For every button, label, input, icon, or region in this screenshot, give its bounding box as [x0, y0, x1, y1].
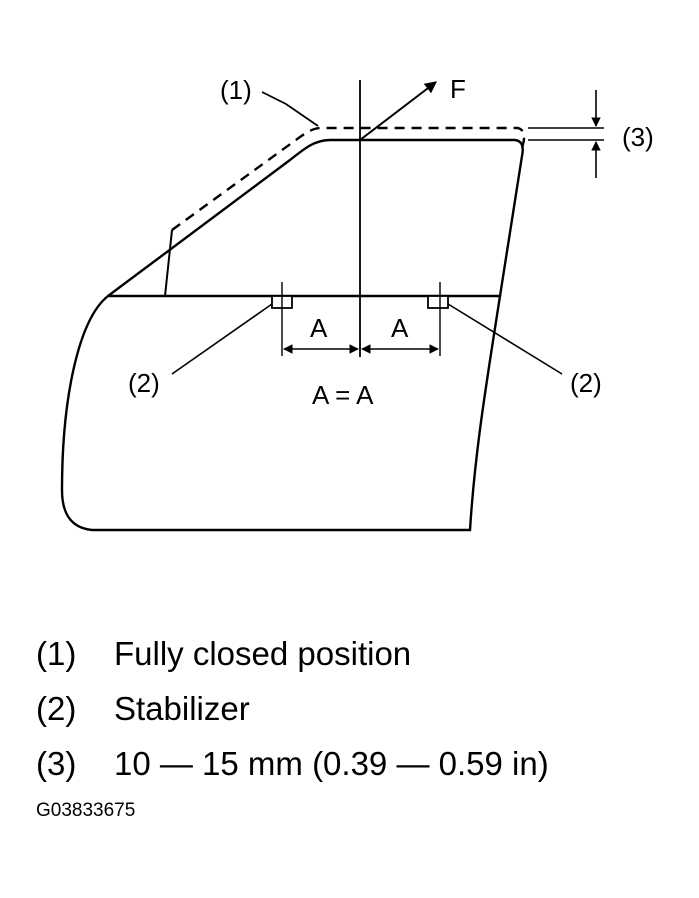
figure-id: G03833675 [36, 800, 136, 821]
legend-item: (3) 10 — 15 mm (0.39 — 0.59 in) [36, 736, 676, 791]
dimension-a-left-label: A [310, 313, 328, 343]
callout-2-left-label: (2) [128, 368, 160, 398]
legend-item: (2) Stabilizer [36, 681, 676, 736]
legend-number: (3) [36, 744, 77, 782]
force-label: F [450, 74, 466, 104]
window-glass-outline [107, 138, 524, 297]
callout-1-leader [261, 91, 319, 127]
legend-number: (2) [36, 689, 77, 727]
dimension-equation: A = A [312, 380, 374, 410]
door-glass-adjustment-diagram: (1) F (3) (2) (2) A A A = A [60, 74, 654, 532]
door-panel-outline [60, 294, 502, 532]
callout-2-right-label: (2) [570, 368, 602, 398]
glass-front-edge [164, 229, 173, 297]
callout-1-label: (1) [220, 75, 252, 105]
callout-2-left-leader [171, 303, 273, 375]
legend: (1) Fully closed position (2) Stabilizer… [36, 626, 676, 791]
legend-text: Fully closed position [114, 634, 412, 672]
legend-number: (1) [36, 634, 77, 672]
fully-closed-position-dashed-line [171, 126, 526, 231]
legend-item: (1) Fully closed position [36, 626, 676, 681]
callout-2-right-leader [447, 303, 563, 375]
callout-3-label: (3) [622, 122, 654, 152]
dimension-a-right-label: A [391, 313, 409, 343]
legend-text: 10 — 15 mm (0.39 — 0.59 in) [114, 744, 549, 782]
force-arrow [359, 81, 437, 141]
stabilizer-right [427, 295, 449, 309]
legend-text: Stabilizer [114, 689, 250, 727]
